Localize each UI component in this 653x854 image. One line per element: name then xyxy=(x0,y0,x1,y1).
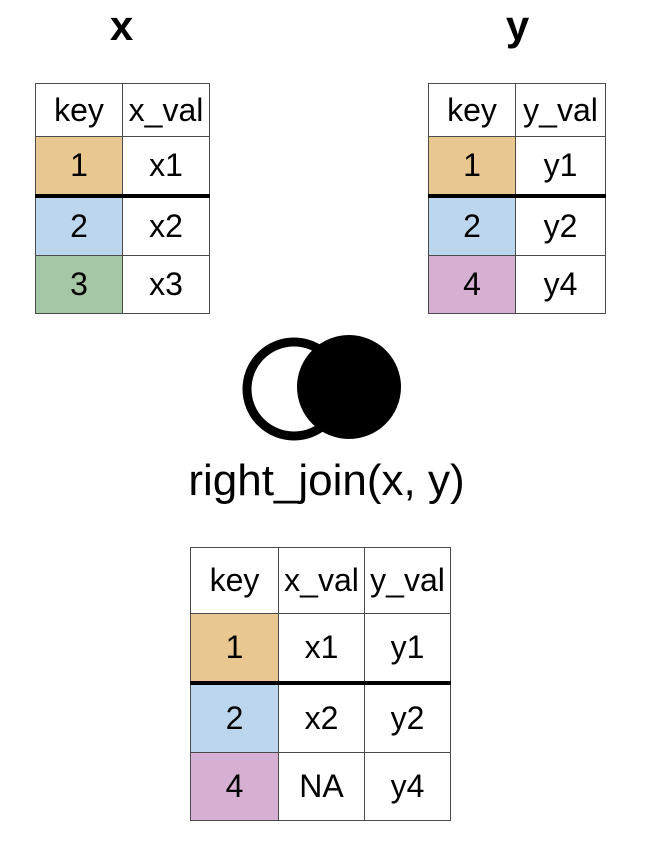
key-cell: 2 xyxy=(190,682,279,753)
table-x-row-1: 1 x1 xyxy=(35,136,210,198)
key-cell: 3 xyxy=(35,255,123,314)
venn-right-circle xyxy=(297,335,401,439)
table-result-row-2: 2 x2 y2 xyxy=(190,682,451,753)
table-result: key x_val y_val 1 x1 y1 2 x2 y2 4 NA y4 xyxy=(190,547,451,821)
table-result-header-row: key x_val y_val xyxy=(190,547,451,614)
table-result-header-yval: y_val xyxy=(364,547,451,614)
value-cell: y1 xyxy=(515,136,606,198)
table-x-header-xval: x_val xyxy=(122,83,210,137)
table-result-header-xval: x_val xyxy=(278,547,365,614)
key-cell: 2 xyxy=(428,195,516,256)
value-cell: y2 xyxy=(515,195,606,256)
value-cell: x1 xyxy=(278,613,365,685)
key-cell: 1 xyxy=(35,136,123,198)
table-x-header-key: key xyxy=(35,83,123,137)
table-result-header-key: key xyxy=(190,547,279,614)
table-x-title: x xyxy=(109,2,134,49)
table-x-row-2: 2 x2 xyxy=(35,195,210,256)
table-y-title: y xyxy=(505,2,530,49)
key-cell: 4 xyxy=(428,255,516,314)
value-cell: y2 xyxy=(364,682,451,753)
value-cell: NA xyxy=(278,752,365,821)
table-y: key y_val 1 y1 2 y2 4 y4 xyxy=(428,83,606,314)
table-result-row-1: 1 x1 y1 xyxy=(190,613,451,685)
table-x: key x_val 1 x1 2 x2 3 x3 xyxy=(35,83,210,314)
table-y-row-2: 2 y2 xyxy=(428,195,606,256)
value-cell: x1 xyxy=(122,136,210,198)
table-y-row-3: 4 y4 xyxy=(428,255,606,314)
table-x-row-3: 3 x3 xyxy=(35,255,210,314)
value-cell: y4 xyxy=(515,255,606,314)
value-cell: y4 xyxy=(364,752,451,821)
value-cell: x2 xyxy=(122,195,210,256)
key-cell: 4 xyxy=(190,752,279,821)
table-y-header-yval: y_val xyxy=(515,83,606,137)
value-cell: x3 xyxy=(122,255,210,314)
key-cell: 1 xyxy=(428,136,516,198)
table-result-row-3: 4 NA y4 xyxy=(190,752,451,821)
value-cell: y1 xyxy=(364,613,451,685)
venn-right-join-icon xyxy=(242,335,401,441)
join-function-label: right_join(x, y) xyxy=(188,456,465,505)
key-cell: 1 xyxy=(190,613,279,685)
table-y-header-key: key xyxy=(428,83,516,137)
table-x-header-row: key x_val xyxy=(35,83,210,137)
value-cell: x2 xyxy=(278,682,365,753)
key-cell: 2 xyxy=(35,195,123,256)
table-y-row-1: 1 y1 xyxy=(428,136,606,198)
table-y-header-row: key y_val xyxy=(428,83,606,137)
